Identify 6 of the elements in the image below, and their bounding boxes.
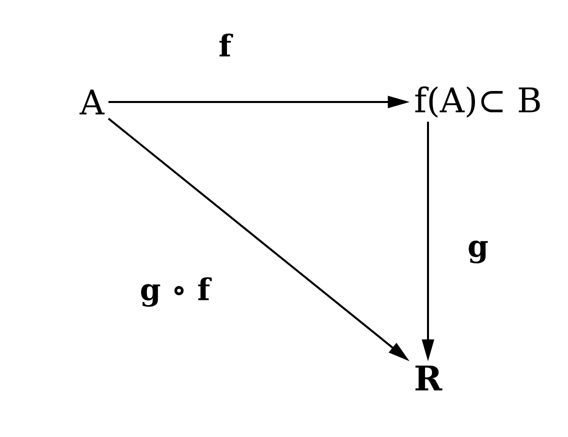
edge-label: g: [468, 240, 488, 264]
edge-label: g ∘ f: [141, 277, 212, 307]
math-label: A: [80, 90, 105, 114]
math-label: f(A)⊂ B: [415, 86, 540, 118]
edge-label: f: [219, 34, 234, 56]
math-label: R: [415, 366, 442, 390]
